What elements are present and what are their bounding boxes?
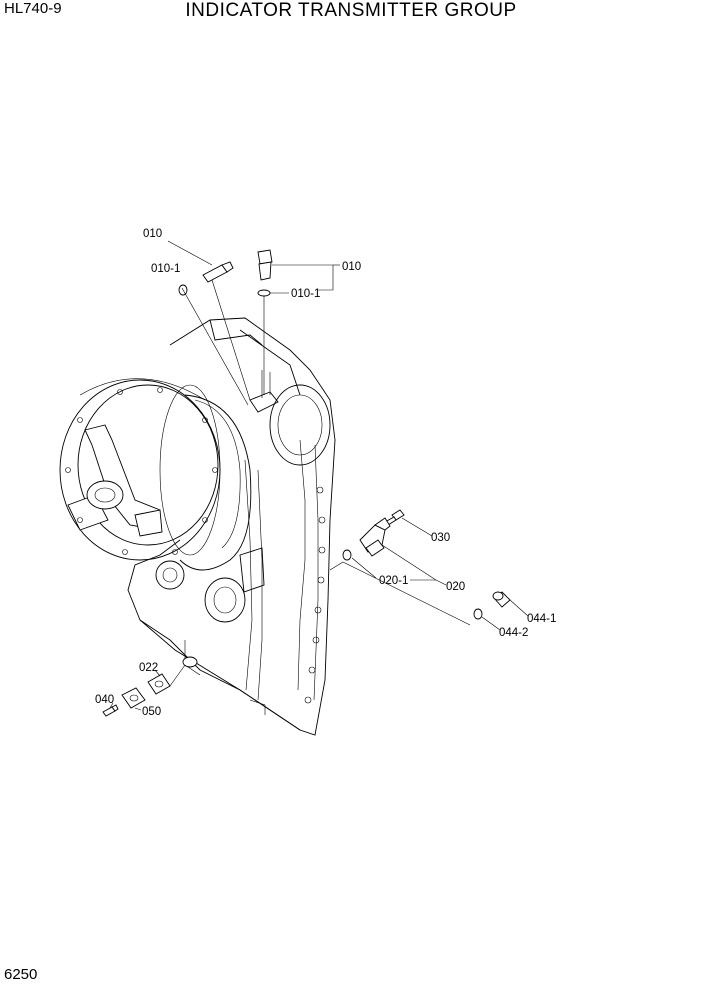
page-number: 6250	[4, 966, 38, 983]
callout-020-1: 020-1	[379, 575, 408, 587]
gasket-022[interactable]	[147, 673, 171, 695]
callout-050: 050	[142, 706, 161, 718]
callout-010-right: 010	[342, 261, 361, 273]
torque-converter-bell	[59, 378, 221, 561]
callout-020: 020	[446, 581, 465, 593]
callout-022: 022	[139, 662, 158, 674]
callout-040: 040	[95, 694, 114, 706]
callout-044-2: 044-2	[499, 627, 528, 639]
callout-010-1-left: 010-1	[151, 263, 180, 275]
leader-lines	[109, 240, 529, 711]
callout-010-1-right: 010-1	[291, 288, 320, 300]
port-boss	[182, 656, 198, 668]
bolt-040[interactable]	[102, 704, 119, 717]
o-ring-010-1-right[interactable]	[257, 289, 271, 297]
o-ring-044-2[interactable]	[473, 608, 483, 620]
plug-044-1[interactable]	[492, 591, 511, 608]
cover-050[interactable]	[121, 687, 146, 709]
callout-030: 030	[431, 532, 450, 544]
callout-044-1: 044-1	[527, 613, 556, 625]
page-title: INDICATOR TRANSMITTER GROUP	[185, 0, 517, 21]
sensor-010-right[interactable]	[257, 249, 273, 281]
sensor-010-left[interactable]	[202, 261, 234, 283]
transmission-housing	[127, 317, 336, 736]
callout-010-left: 010	[143, 228, 162, 240]
model-name: HL740-9	[4, 0, 62, 17]
transmitter-020[interactable]	[359, 517, 391, 557]
o-ring-020-1[interactable]	[342, 549, 352, 561]
